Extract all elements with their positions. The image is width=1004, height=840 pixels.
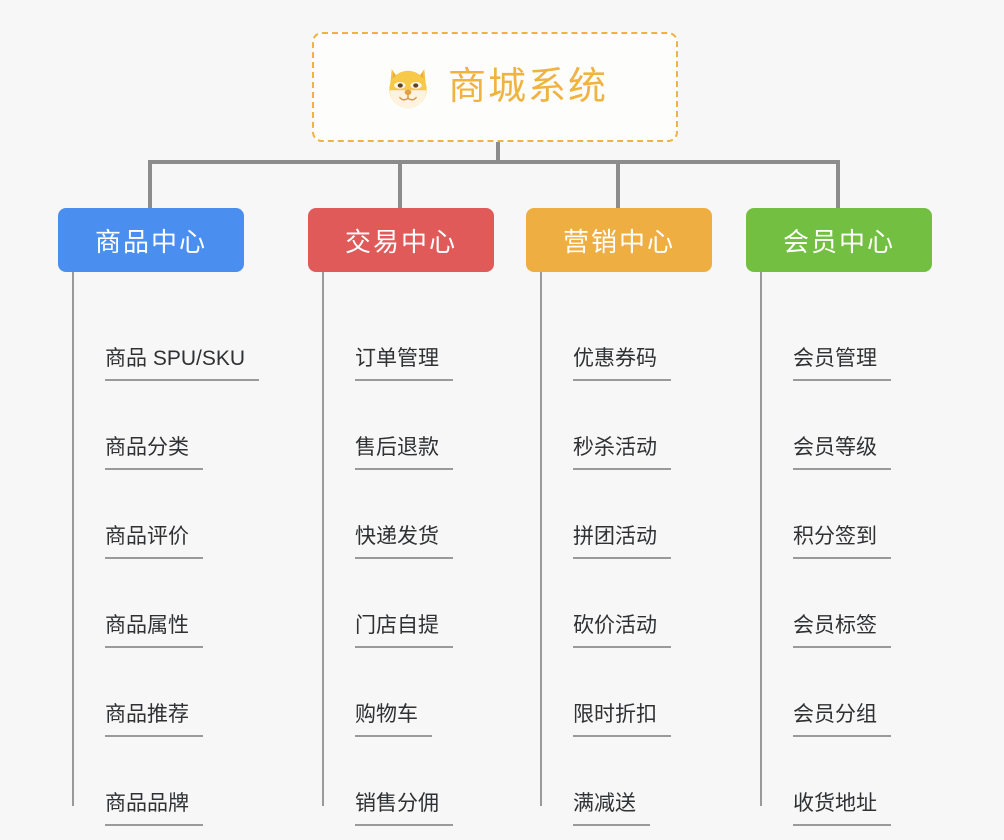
list-item[interactable]: 会员分组 [746,648,932,737]
root-node-title: 商城系统 [447,66,608,108]
list-item[interactable]: 商品品牌 [58,737,244,826]
list-item[interactable]: 满减送 [526,737,712,826]
category-column-3: 营销中心 优惠券码 秒杀活动 拼团活动 砍价活动 限时折扣 满减送 [526,208,712,826]
column-stem-2 [322,272,324,806]
category-header-4[interactable]: 会员中心 [746,208,932,272]
column-stem-4 [760,272,762,806]
list-item[interactable]: 售后退款 [308,381,494,470]
list-item-label: 会员等级 [793,436,891,470]
connector-drop-1 [148,160,152,208]
list-item-label: 砍价活动 [573,614,671,648]
column-stem-3 [540,272,542,806]
connector-drop-4 [836,160,840,208]
list-item-label: 商品分类 [105,436,203,470]
list-item[interactable]: 限时折扣 [526,648,712,737]
list-item[interactable]: 积分签到 [746,470,932,559]
category-header-3-label: 营销中心 [562,226,675,257]
list-item[interactable]: 收货地址 [746,737,932,826]
category-items-2: 订单管理 售后退款 快递发货 门店自提 购物车 销售分佣 [308,272,494,826]
category-column-2: 交易中心 订单管理 售后退款 快递发货 门店自提 购物车 销售分佣 [308,208,494,826]
list-item-label: 商品品牌 [105,792,203,826]
category-header-1[interactable]: 商品中心 [58,208,244,272]
list-item-label: 秒杀活动 [573,436,671,470]
category-items-4: 会员管理 会员等级 积分签到 会员标签 会员分组 收货地址 [746,272,932,826]
list-item-label: 快递发货 [355,525,453,559]
list-item-label: 会员分组 [793,703,891,737]
list-item[interactable]: 商品分类 [58,381,244,470]
list-item-label: 会员管理 [793,347,891,381]
connector-horizontal-bus [148,160,840,164]
root-node[interactable]: 商城系统 [312,32,678,142]
list-item-label: 销售分佣 [355,792,453,826]
list-item[interactable]: 订单管理 [308,292,494,381]
list-item[interactable]: 快递发货 [308,470,494,559]
category-items-3: 优惠券码 秒杀活动 拼团活动 砍价活动 限时折扣 满减送 [526,272,712,826]
shiba-dog-icon [382,61,434,113]
list-item[interactable]: 商品属性 [58,559,244,648]
category-items-1: 商品 SPU/SKU 商品分类 商品评价 商品属性 商品推荐 商品品牌 [58,272,260,826]
list-item[interactable]: 购物车 [308,648,494,737]
column-stem-1 [72,272,74,806]
category-header-1-label: 商品中心 [94,226,207,257]
list-item[interactable]: 会员标签 [746,559,932,648]
list-item[interactable]: 商品推荐 [58,648,244,737]
list-item-label: 积分签到 [793,525,891,559]
list-item[interactable]: 商品 SPU/SKU [58,292,260,381]
list-item[interactable]: 门店自提 [308,559,494,648]
connector-drop-3 [616,160,620,208]
list-item-label: 商品属性 [105,614,203,648]
connector-root-stem [496,142,500,164]
category-header-2-label: 交易中心 [344,226,457,257]
list-item-label: 售后退款 [355,436,453,470]
list-item-label: 限时折扣 [573,703,671,737]
category-column-4: 会员中心 会员管理 会员等级 积分签到 会员标签 会员分组 收货地址 [746,208,932,826]
category-header-2[interactable]: 交易中心 [308,208,494,272]
list-item-label: 收货地址 [793,792,891,826]
list-item[interactable]: 销售分佣 [308,737,494,826]
list-item[interactable]: 拼团活动 [526,470,712,559]
list-item-label: 订单管理 [355,347,453,381]
list-item-label: 会员标签 [793,614,891,648]
list-item-label: 满减送 [573,792,650,826]
connector-drop-2 [398,160,402,208]
list-item[interactable]: 会员等级 [746,381,932,470]
list-item-label: 购物车 [355,703,432,737]
list-item[interactable]: 优惠券码 [526,292,712,381]
list-item-label: 商品推荐 [105,703,203,737]
list-item[interactable]: 砍价活动 [526,559,712,648]
category-column-1: 商品中心 商品 SPU/SKU 商品分类 商品评价 商品属性 商品推荐 商品品牌 [58,208,260,826]
list-item-label: 优惠券码 [573,347,671,381]
list-item[interactable]: 会员管理 [746,292,932,381]
list-item-label: 商品 SPU/SKU [105,347,260,381]
category-header-3[interactable]: 营销中心 [526,208,712,272]
list-item-label: 门店自提 [355,614,453,648]
list-item-label: 商品评价 [105,525,203,559]
category-header-4-label: 会员中心 [782,226,895,257]
list-item[interactable]: 秒杀活动 [526,381,712,470]
list-item[interactable]: 商品评价 [58,470,244,559]
list-item-label: 拼团活动 [573,525,671,559]
